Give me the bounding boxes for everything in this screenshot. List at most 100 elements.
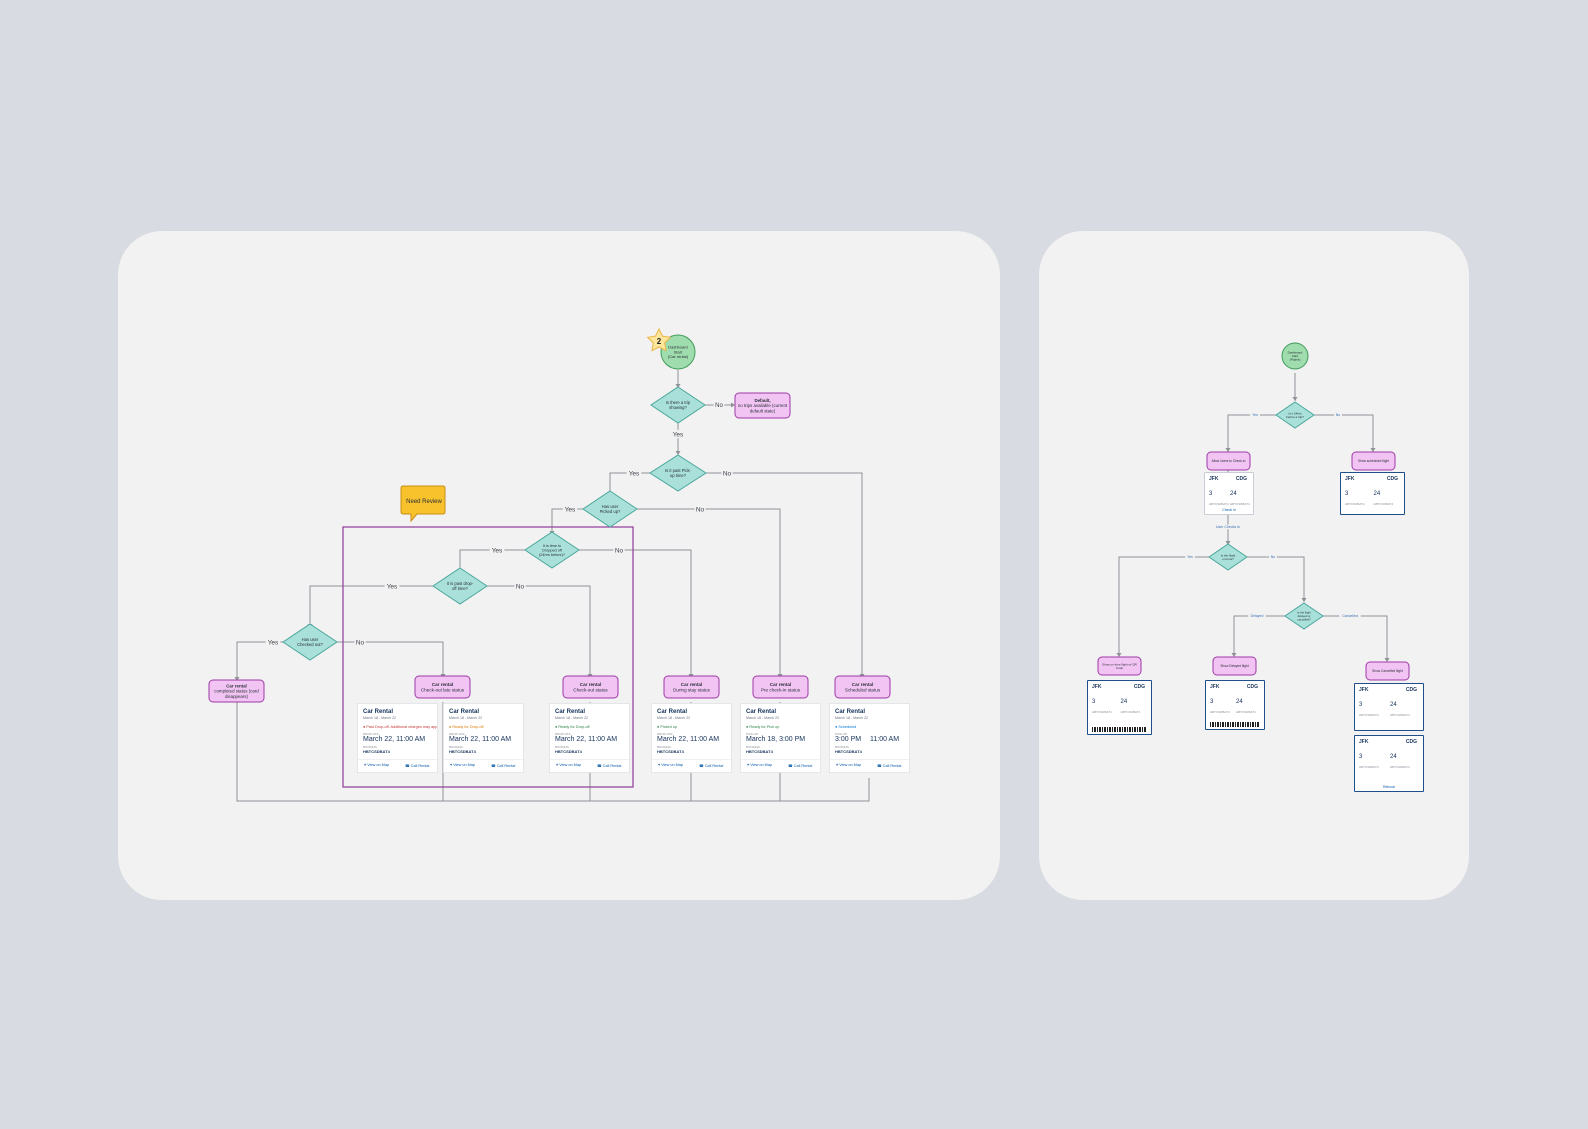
card-code: HBTCSDBAT4 <box>555 749 582 754</box>
card-title: Car Rental <box>449 709 480 715</box>
start-node-car-text: Dashboard <box>668 345 688 350</box>
pickedup-no-line <box>637 508 781 676</box>
view-on-map-link[interactable]: ⌖ View on Map <box>658 763 684 767</box>
card-actions: ⌖ View on Map ☎ Call Rental <box>830 759 909 772</box>
pickup-no-line <box>706 472 863 676</box>
card-time: March 22, 11:00 AM <box>555 736 618 743</box>
card-code-label: BOOKING <box>449 745 464 749</box>
view-on-map-link[interactable]: ⌖ View on Map <box>836 763 862 767</box>
start-node-car-text: Start <box>674 349 683 354</box>
card-dates: March 18 - March 22 <box>657 716 691 720</box>
card-dates: March 18 - March 22 <box>746 716 780 720</box>
card-code: HBTCSDBAT4 <box>835 749 862 754</box>
call-rental-link[interactable]: ☎ Call Rental <box>405 764 430 768</box>
call-rental-link[interactable]: ☎ Call Rental <box>491 764 516 768</box>
edge-no: No <box>715 403 723 409</box>
arrowhead <box>1225 541 1231 545</box>
box-scheduled-text: Scheduled status <box>845 687 881 692</box>
call-rental-link[interactable]: ☎ Call Rental <box>877 764 902 768</box>
start-node-flights <box>1281 342 1309 370</box>
edge-yes: Yes <box>1252 413 1258 417</box>
rebook-button[interactable]: Rebook <box>1382 785 1396 789</box>
edge-yes: Yes <box>387 583 398 590</box>
card-time-label: DROP-OFF <box>657 732 673 736</box>
card-title: Car Rental <box>746 709 777 715</box>
card-time: 3:00 PM <box>835 736 862 743</box>
edge-no: No <box>723 470 732 477</box>
flight-code-2: HBTCSDBAT4 <box>1390 713 1410 717</box>
flight-seat: 24 <box>1390 702 1397 708</box>
arrowhead <box>1116 653 1122 657</box>
flight-code-2: HBTCSDBAT4 <box>1373 502 1394 506</box>
card-code-label: BOOKING <box>835 745 850 749</box>
edge-delayed: Delayed <box>1251 614 1264 618</box>
edge-no-bg <box>1334 412 1342 418</box>
badge-number: 2 <box>657 337 662 346</box>
edge-user-checks-in: User Checks In <box>1216 525 1240 529</box>
card-dates: March 18 - March 22 <box>835 716 869 720</box>
flight-seat: 24 <box>1236 699 1243 705</box>
edge-yes-bg <box>489 545 505 555</box>
return-line <box>236 702 870 802</box>
call-rental-link[interactable]: ☎ Call Rental <box>597 764 622 768</box>
flight-destination: CDG <box>1405 739 1417 745</box>
box-allow-checkin-text: Allow Users to Check-in <box>1212 459 1246 463</box>
flight-seat: 24 <box>1373 491 1381 497</box>
arrowhead <box>1231 653 1237 657</box>
edge-no: No <box>516 583 525 590</box>
flight-code-2: HBTCSDBAT4 <box>1390 765 1410 769</box>
flight-code-2: HBTCSDBAT4 <box>1230 502 1250 506</box>
q-past-pickup <box>649 454 707 492</box>
q-dropoff-time-text: It is time to <box>543 544 561 548</box>
box-show-ontime-text: Show on-time flight w/ QR <box>1102 662 1138 666</box>
r-24-no <box>1314 414 1374 452</box>
flight-code: HBTCSDBAT4 <box>1345 502 1365 506</box>
checkin-button[interactable]: Check in <box>1222 508 1236 512</box>
flight-code: HBTCSDBAT4 <box>1209 502 1229 506</box>
view-on-map-link[interactable]: ⌖ View on Map <box>364 763 390 767</box>
q-delayed-text: cancelled? <box>1297 617 1311 621</box>
edge-no: No <box>615 547 624 554</box>
q-24hrs <box>1275 401 1315 429</box>
view-on-map-link[interactable]: ⌖ View on Map <box>747 763 773 767</box>
card-code-label: BOOKING <box>657 745 672 749</box>
view-on-map-link[interactable]: ⌖ View on Map <box>450 763 476 767</box>
q-picked-up <box>582 490 638 528</box>
flight-seat: 24 <box>1120 699 1128 705</box>
edge-cancelled: Cancelled <box>1342 614 1358 618</box>
card-status: ● Scheduled <box>835 725 857 729</box>
edge-yes: Yes <box>492 547 503 554</box>
card-code-label: BOOKING <box>363 745 378 749</box>
flight-seat: 24 <box>1230 491 1237 497</box>
flight-origin: JFK <box>1210 684 1220 690</box>
view-on-map-link[interactable]: ⌖ View on Map <box>556 763 582 767</box>
pastdrop-yes-line <box>309 585 434 628</box>
q-past-dropoff <box>432 567 488 605</box>
default-state-box-text: default state) <box>750 408 776 413</box>
edge-yes-bg <box>670 429 686 439</box>
pastdrop-no-line <box>486 585 591 676</box>
flight-seat: 24 <box>1390 754 1397 760</box>
call-rental-link[interactable]: ☎ Call Rental <box>699 764 724 768</box>
edge-yes-bg <box>384 581 400 591</box>
card-code: HBTCSDBAT4 <box>657 749 684 754</box>
card-code-label: BOOKING <box>555 745 570 749</box>
box-scheduled-text: Car rental <box>852 682 873 687</box>
card-actions: ⌖ View on Map ☎ Call Rental <box>444 759 523 772</box>
flight-gate: 3 <box>1210 699 1214 705</box>
edge-no-bg <box>713 401 725 409</box>
call-rental-link[interactable]: ☎ Call Rental <box>788 764 813 768</box>
